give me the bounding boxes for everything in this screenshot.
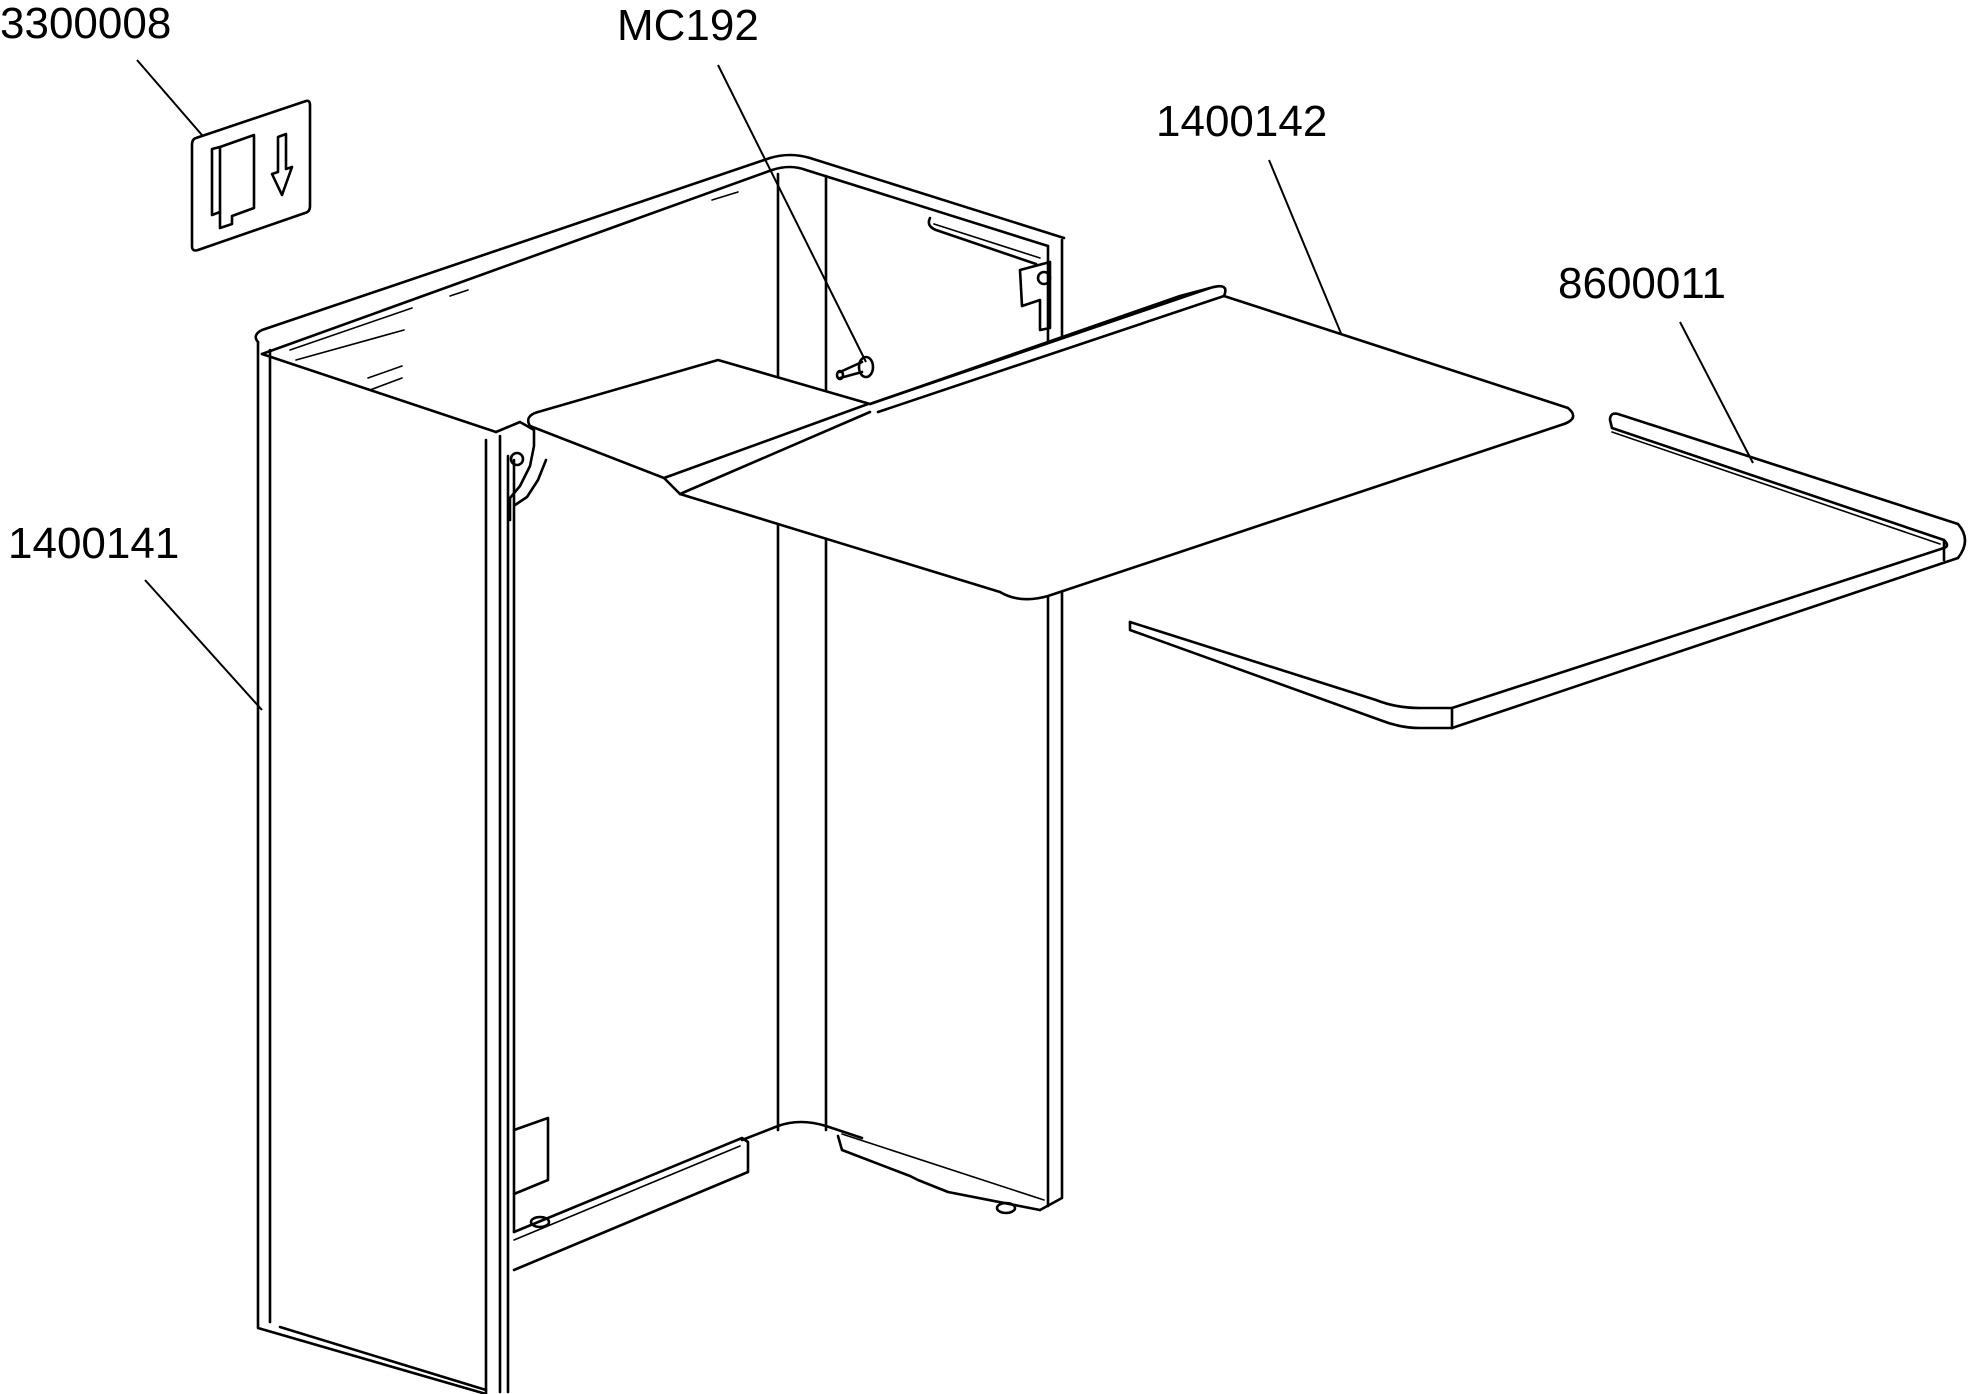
callout-label-1400141: 1400141 — [8, 519, 180, 568]
cabinet-housing — [254, 153, 1066, 1394]
mc192-screw — [835, 355, 875, 381]
leader-lines — [136, 59, 1754, 711]
sticker-part — [190, 99, 312, 252]
edge-trim-strip — [1128, 412, 1967, 730]
callout-label-8600011: 8600011 — [1558, 259, 1727, 308]
callout-label-3300008: 3300008 — [0, 0, 172, 48]
shelf-plate — [526, 284, 1575, 601]
callout-label-1400142: 1400142 — [1156, 97, 1328, 146]
callout-label-mc192: MC192 — [617, 1, 759, 50]
